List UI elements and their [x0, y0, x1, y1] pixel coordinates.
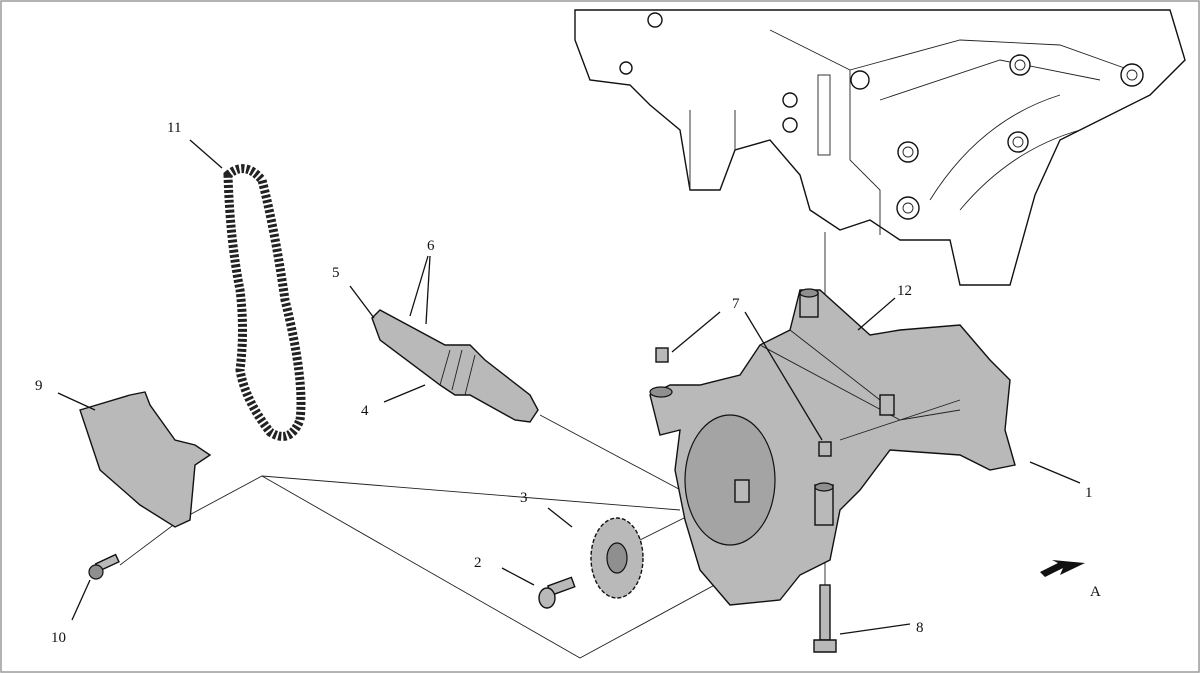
callout-11: 11 — [167, 120, 181, 136]
chain-cover — [79, 391, 212, 528]
callout-2: 2 — [474, 555, 482, 571]
callout-3: 3 — [520, 490, 528, 506]
callout-6: 6 — [427, 238, 435, 254]
alignment-line-bolt — [261, 475, 771, 659]
dowel-pin — [818, 441, 832, 457]
view-direction-arrow-icon — [1040, 560, 1085, 577]
cover-bolt — [88, 553, 120, 580]
callout-8: 8 — [916, 620, 924, 636]
view-label: A — [1090, 584, 1101, 600]
alignment-line-shaft — [539, 414, 691, 496]
alignment-line-cover — [179, 475, 681, 521]
engine-block — [574, 9, 1186, 286]
callout-1: 1 — [1085, 485, 1093, 501]
callout-9: 9 — [35, 378, 43, 394]
callout-12: 12 — [897, 283, 912, 299]
oil-pump — [649, 288, 1016, 606]
sprocket-bolt — [538, 576, 576, 609]
timing-chain — [223, 164, 306, 441]
pump-bolt — [813, 584, 837, 653]
callout-4: 4 — [361, 403, 369, 419]
callout-5: 5 — [332, 265, 340, 281]
dowel-pin — [655, 347, 669, 363]
callout-10: 10 — [51, 630, 66, 646]
alignment-line-cover-bolt — [119, 519, 181, 566]
leader-lines — [57, 139, 1081, 635]
balance-shaft — [371, 309, 539, 423]
sprocket — [590, 517, 644, 599]
callout-7: 7 — [732, 296, 740, 312]
